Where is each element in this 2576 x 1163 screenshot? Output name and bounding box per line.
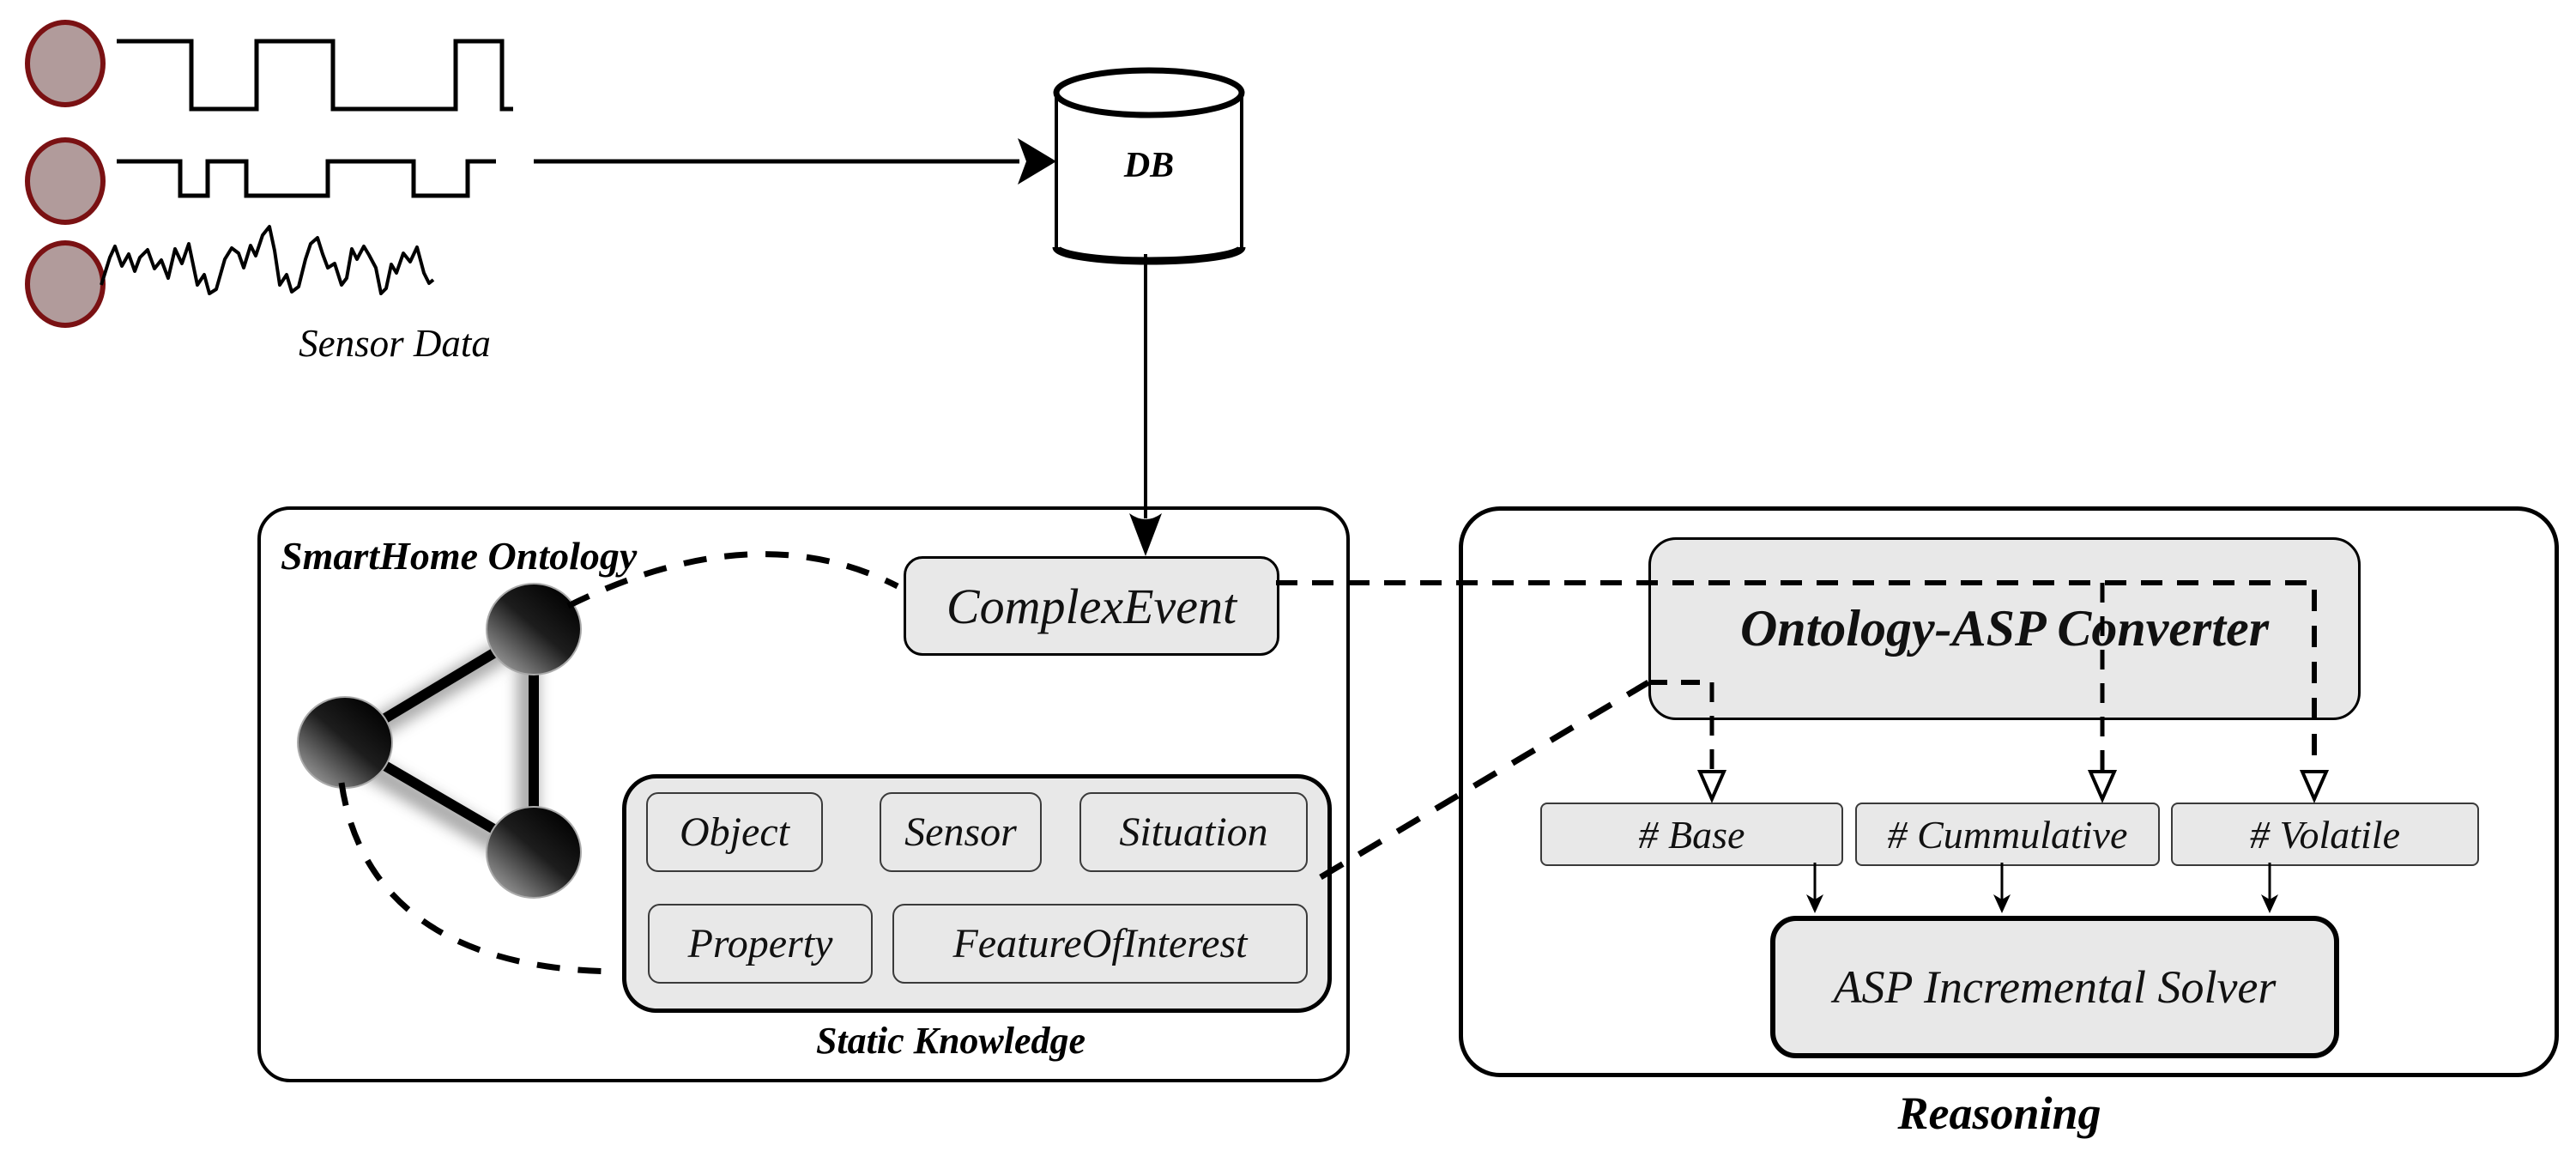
program-label: # Base: [1638, 812, 1745, 857]
graph-to-complexevent-dashed-link: [566, 551, 899, 609]
class-box-sensor: Sensor: [880, 792, 1042, 872]
class-label: Situation: [1119, 809, 1268, 855]
class-label: Sensor: [904, 809, 1017, 855]
asp-incremental-solver-box: ASP Incremental Solver: [1770, 916, 2339, 1058]
arrowhead-icon: [1806, 894, 1823, 913]
database-cylinder-bottom: [1052, 245, 1246, 265]
class-box-object: Object: [646, 792, 823, 872]
waveform-analog: [100, 225, 435, 295]
waveform-digital-2: [117, 159, 496, 198]
sensor-data-caption: Sensor Data: [299, 322, 491, 365]
staticknowledge-to-converter-dashed-link: [1319, 679, 1650, 881]
waveform-digital-1: [117, 39, 513, 112]
class-box-featureofinterest: FeatureOfInterest: [892, 904, 1308, 984]
ontology-graph-nodes: [297, 583, 582, 899]
class-label: Property: [687, 921, 833, 966]
program-label: # Volatile: [2249, 812, 2401, 857]
database-cylinder-top: [1053, 67, 1245, 118]
class-box-property: Property: [648, 904, 873, 984]
open-arrowhead-icon: [1696, 770, 1727, 803]
sensor-circle-icon: [25, 240, 106, 328]
open-arrowhead-icon: [2087, 770, 2118, 803]
program-box-volatile: # Volatile: [2171, 803, 2479, 866]
ontology-asp-converter-box: Ontology-ASP Converter: [1648, 537, 2361, 720]
graph-to-staticknowledge-dashed-link: [338, 782, 619, 975]
arrowhead-icon: [1129, 513, 1162, 556]
program-box-base: # Base: [1540, 803, 1843, 866]
complexevent-to-converter-dashed-link: [1276, 580, 2317, 771]
program-box-cummulative: # Cummulative: [1855, 803, 2160, 866]
arrowhead-icon: [1018, 138, 1056, 185]
reasoning-caption: Reasoning: [1897, 1087, 2101, 1139]
sensor-circle-icon: [25, 20, 106, 107]
solver-label: ASP Incremental Solver: [1833, 961, 2277, 1013]
programs-to-solver-arrows: [1813, 863, 2271, 900]
db-label: DB: [1123, 146, 1175, 185]
open-arrowhead-icon: [2299, 770, 2330, 803]
class-box-situation: Situation: [1079, 792, 1308, 872]
class-label: FeatureOfInterest: [952, 921, 1248, 966]
complex-event-label: ComplexEvent: [946, 578, 1237, 634]
complex-event-box: ComplexEvent: [904, 556, 1279, 656]
smarthome-ontology-title: SmartHome Ontology: [281, 533, 638, 578]
class-label: Object: [680, 809, 789, 855]
arrowhead-icon: [1993, 894, 2011, 913]
sensor-circle-icon: [25, 137, 106, 225]
arrowhead-icon: [2261, 894, 2278, 913]
converter-label: Ontology-ASP Converter: [1739, 600, 2270, 657]
static-knowledge-caption: Static Knowledge: [815, 1019, 1086, 1062]
program-label: # Cummulative: [1887, 812, 2128, 857]
